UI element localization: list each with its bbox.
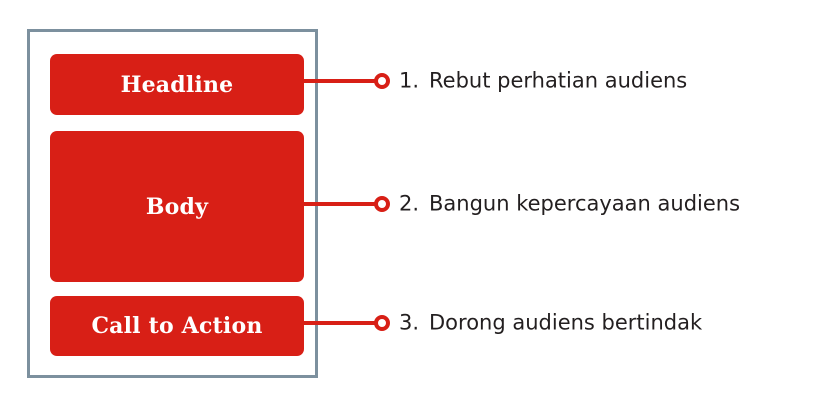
ring-marker-icon bbox=[374, 73, 390, 89]
step-text-2: Bangun kepercayaan audiens bbox=[429, 191, 741, 216]
ring-marker-icon bbox=[374, 196, 390, 212]
block-call-to-action[interactable]: Call to Action bbox=[50, 296, 304, 356]
step-caption-2: 2. Bangun kepercayaan audiens bbox=[399, 192, 740, 215]
step-text-1: Rebut perhatian audiens bbox=[429, 68, 688, 93]
step-number-2: 2. bbox=[399, 191, 420, 216]
step-number-3: 3. bbox=[399, 310, 420, 335]
step-caption-1: 1. Rebut perhatian audiens bbox=[399, 69, 687, 92]
block-body-label: Body bbox=[145, 193, 209, 220]
step-text-3: Dorong audiens bertindak bbox=[429, 310, 703, 335]
ring-marker-icon bbox=[374, 315, 390, 331]
ad-layout-frame: Headline Body Call to Action bbox=[27, 29, 318, 378]
block-headline-label: Headline bbox=[120, 71, 234, 98]
step-number-1: 1. bbox=[399, 68, 420, 93]
connector-1 bbox=[300, 72, 390, 90]
block-call-to-action-label: Call to Action bbox=[91, 313, 263, 339]
connector-line-icon bbox=[300, 79, 376, 83]
step-caption-3: 3. Dorong audiens bertindak bbox=[399, 311, 702, 334]
block-body[interactable]: Body bbox=[50, 131, 304, 282]
connector-line-icon bbox=[300, 202, 376, 206]
connector-3 bbox=[300, 314, 390, 332]
block-headline[interactable]: Headline bbox=[50, 54, 304, 115]
connector-2 bbox=[300, 195, 390, 213]
connector-line-icon bbox=[300, 321, 376, 325]
